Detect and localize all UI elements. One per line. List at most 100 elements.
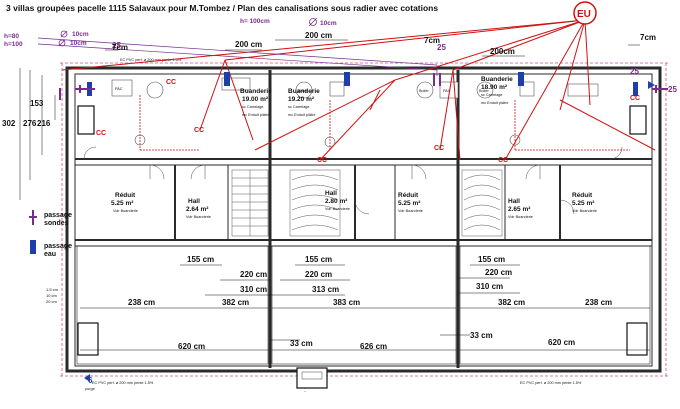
cc-label-6: CC xyxy=(434,145,444,152)
level-label-3: 20 cm xyxy=(46,299,58,304)
dim-25-2: 25 xyxy=(437,43,446,52)
equipment xyxy=(111,77,599,148)
room-reduit-1-note: Voir Buanderie xyxy=(113,209,138,213)
dim-313: 313 cm xyxy=(312,285,339,294)
dim-276: 276 xyxy=(23,119,37,128)
dim-382-2: 382 cm xyxy=(498,298,525,307)
eu-pipes xyxy=(61,19,656,161)
dim-626: 626 cm xyxy=(360,342,387,351)
pipe-label-top: EC PVC perf. ø 200 mm pente 1.5% xyxy=(120,58,182,62)
door-swings xyxy=(83,146,623,215)
sondes-lines xyxy=(37,37,438,76)
room-hall-3-area: 2.65 m² xyxy=(508,206,531,213)
cc-label-1: CC xyxy=(166,79,176,86)
dim-155-2: 155 cm xyxy=(305,255,332,264)
purge-label: purge xyxy=(85,387,95,391)
room-hall-1: Hall xyxy=(188,198,200,205)
diameter-label-3: 10cm xyxy=(320,20,337,27)
drain-arrows xyxy=(84,81,655,382)
room-buanderie-2-floor: sc Carrelage xyxy=(288,105,310,109)
dim-25-4: 25 xyxy=(668,85,677,94)
staircase-3 xyxy=(461,169,503,237)
room-buanderie-3-floor: sc Carrelage xyxy=(481,93,503,97)
dim-25-3: 25 xyxy=(630,67,639,76)
cc-label-7: CC xyxy=(630,95,640,102)
dim-33-2: 33 cm xyxy=(470,331,493,340)
diameter-label-2: 10cm xyxy=(70,40,87,47)
staircase-1 xyxy=(231,169,269,237)
pac-label-1: PAC xyxy=(115,87,123,91)
pac-label-2: PAC xyxy=(443,89,451,93)
room-hall-1-note: Voir Buanderie xyxy=(186,215,211,219)
dim-153: 153 xyxy=(30,99,44,108)
room-hall-2: Hall xyxy=(325,190,337,197)
staircase-2 xyxy=(289,169,341,237)
boiler-label-3: Boiler xyxy=(479,89,489,93)
dim-238-1: 238 cm xyxy=(128,298,155,307)
diameter-label-1: 10cm xyxy=(72,31,89,38)
dim-200-2: 200 cm xyxy=(305,31,332,40)
cc-label-2: CC xyxy=(96,130,106,137)
room-buanderie-1-floor: sc Carrelage xyxy=(242,105,264,109)
level-label-2: 10 cm xyxy=(46,293,58,298)
eu-label: EU xyxy=(577,9,591,20)
dim-302: 302 xyxy=(2,119,16,128)
dim-220-2: 220 cm xyxy=(305,270,332,279)
room-reduit-1: Réduit xyxy=(115,192,136,199)
dim-7-3: 7cm xyxy=(640,33,656,42)
height-label-h80: h=80 xyxy=(4,33,19,40)
dim-620-1: 620 cm xyxy=(178,342,205,351)
room-buanderie-2-wall: mc Enduit plâtre xyxy=(288,113,315,117)
dim-620-2: 620 cm xyxy=(548,338,575,347)
legend-sondes-symbol xyxy=(29,210,37,225)
dim-7-2: 7cm xyxy=(424,36,440,45)
dim-155-1: 155 cm xyxy=(187,255,214,264)
cc-label-4: CC xyxy=(317,157,327,164)
diameter-symbols xyxy=(58,17,318,47)
pipe-label-bottom-2: EC PVC perf. ø 200 mm pente 1.5% xyxy=(520,381,582,385)
room-reduit-2-area: 5.25 m² xyxy=(398,200,421,207)
legend-eau-label-1: passage xyxy=(44,243,72,250)
room-buanderie-2: Buanderie xyxy=(288,88,320,95)
dim-216: 216 xyxy=(37,119,51,128)
dim-238-2: 238 cm xyxy=(585,298,612,307)
room-reduit-3-note: Voir Buanderie xyxy=(572,209,597,213)
room-hall-3-note: Voir Buanderie xyxy=(508,215,533,219)
room-hall-2-note: Voir Buanderie xyxy=(325,207,350,211)
height-label-h100: h=100 xyxy=(4,41,23,48)
dim-155-3: 155 cm xyxy=(478,255,505,264)
cc-label-5: CC xyxy=(498,157,508,164)
manhole-inner xyxy=(301,371,323,380)
room-buanderie-1: Buanderie xyxy=(240,88,272,95)
level-label-1: 1.5 cm xyxy=(46,287,59,292)
legend-eau-label-2: eau xyxy=(44,251,56,258)
room-hall-3: Hall xyxy=(508,198,520,205)
boiler-label-2: Boiler xyxy=(419,89,429,93)
dim-7-1: 7cm xyxy=(112,43,128,52)
sondes-passages xyxy=(59,73,668,100)
dim-200-3: 200cm xyxy=(490,47,515,56)
room-reduit-3: Réduit xyxy=(572,192,593,199)
room-reduit-1-area: 5.25 m² xyxy=(111,200,134,207)
room-buanderie-1-area: 19.00 m² xyxy=(242,96,269,103)
room-buanderie-2-area: 19.20 m² xyxy=(288,96,315,103)
room-hall-2-area: 2.80 m² xyxy=(325,198,348,205)
dim-220-3: 220 cm xyxy=(485,268,512,277)
room-reduit-2-note: Voir Buanderie xyxy=(398,209,423,213)
dim-200-1: 200 cm xyxy=(235,40,262,49)
room-buanderie-3: Buanderie xyxy=(481,76,513,83)
legend-sondes-label-2: sondes xyxy=(44,220,69,227)
dim-25-1: 25 xyxy=(112,41,121,50)
dim-220-1: 220 cm xyxy=(240,270,267,279)
legend-eau-symbol xyxy=(30,240,36,254)
room-buanderie-1-wall: mc Enduit plâtre xyxy=(242,113,269,117)
legend-sondes-label-1: passage xyxy=(44,212,72,219)
pipe-label-bottom-1: EC PVC perf. ø 200 mm pente 1.5% xyxy=(92,381,154,385)
dim-310-1: 310 cm xyxy=(240,285,267,294)
dim-6: 6 xyxy=(88,376,93,385)
height-label-h100cm: h= 100cm xyxy=(240,18,270,25)
boiler-label-1: Boiler xyxy=(298,89,308,93)
dimension-lines xyxy=(19,39,650,351)
dim-383: 383 cm xyxy=(333,298,360,307)
